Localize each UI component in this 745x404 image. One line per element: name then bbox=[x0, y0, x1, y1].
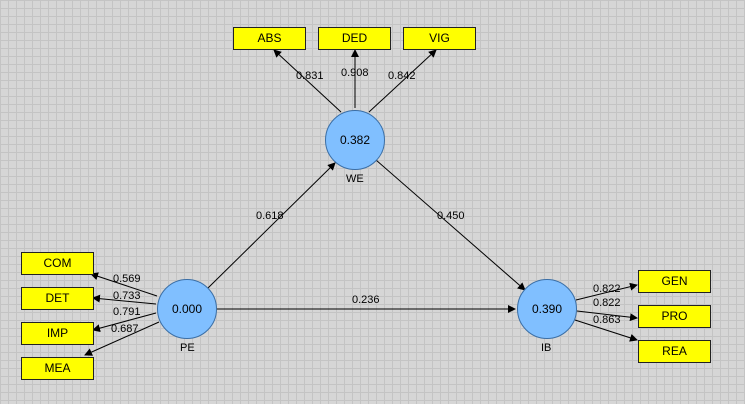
loading-label-det: 0.733 bbox=[113, 290, 141, 302]
indicator-ded[interactable]: DED bbox=[318, 27, 391, 50]
construct-ib[interactable]: 0.390 bbox=[517, 279, 577, 339]
loading-label-abs: 0.831 bbox=[296, 70, 324, 82]
loading-label-mea: 0.687 bbox=[111, 323, 139, 335]
loading-label-vig: 0.842 bbox=[388, 70, 416, 82]
loading-label-ded: 0.908 bbox=[341, 67, 369, 79]
indicator-rea[interactable]: REA bbox=[638, 340, 711, 363]
path-we-ib-arrow bbox=[375, 159, 526, 291]
path-label-we-ib: 0.450 bbox=[437, 210, 465, 222]
construct-pe-label: PE bbox=[180, 342, 195, 354]
loading-we-abs-arrow bbox=[273, 49, 342, 113]
loading-ib-pro-arrow bbox=[576, 310, 638, 322]
indicator-pro[interactable]: PRO bbox=[638, 305, 711, 328]
loading-pe-imp-arrow bbox=[92, 312, 157, 333]
construct-we[interactable]: 0.382 bbox=[325, 110, 385, 170]
path-label-pe-ib: 0.236 bbox=[352, 294, 380, 306]
path-pe-we-arrow bbox=[207, 162, 336, 289]
indicator-mea[interactable]: MEA bbox=[21, 357, 94, 380]
indicator-abs[interactable]: ABS bbox=[233, 27, 306, 50]
loading-we-vig-arrow bbox=[368, 49, 437, 113]
loading-pe-mea-arrow bbox=[84, 321, 160, 356]
path-label-pe-we: 0.618 bbox=[256, 210, 284, 222]
loading-ib-gen-arrow bbox=[575, 282, 638, 301]
loading-label-com: 0.569 bbox=[113, 273, 141, 285]
indicator-vig[interactable]: VIG bbox=[403, 27, 476, 50]
loading-label-imp: 0.791 bbox=[113, 306, 141, 318]
loading-label-pro: 0.822 bbox=[593, 297, 621, 309]
construct-pe[interactable]: 0.000 bbox=[157, 279, 217, 339]
loading-pe-com-arrow bbox=[90, 272, 158, 297]
loading-pe-det-arrow bbox=[92, 294, 157, 305]
loading-label-gen: 0.822 bbox=[593, 283, 621, 295]
loading-ib-rea-arrow bbox=[574, 319, 638, 342]
construct-ib-label: IB bbox=[541, 342, 552, 354]
indicator-gen[interactable]: GEN bbox=[638, 270, 711, 293]
indicator-det[interactable]: DET bbox=[21, 287, 94, 310]
construct-we-label: WE bbox=[346, 173, 364, 185]
indicator-imp[interactable]: IMP bbox=[21, 322, 94, 345]
indicator-com[interactable]: COM bbox=[21, 252, 94, 275]
loading-label-rea: 0.863 bbox=[593, 314, 621, 326]
